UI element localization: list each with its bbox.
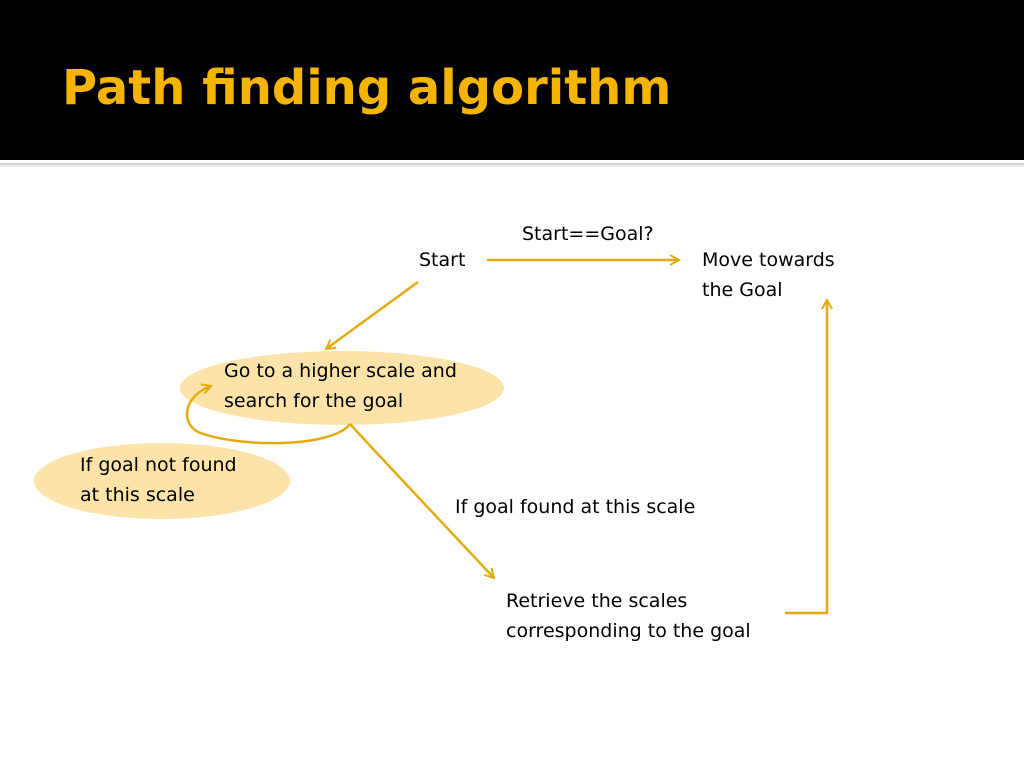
- highlight-ellipse-not-found: [34, 443, 290, 519]
- title-bar: Path finding algorithm: [0, 0, 1024, 160]
- slide-title: Path finding algorithm: [62, 60, 672, 116]
- node-move-towards-goal: Move towards the Goal: [702, 249, 835, 301]
- highlight-ellipse-higher-scale: [180, 351, 504, 425]
- label-condition: Start==Goal?: [522, 223, 654, 245]
- node-start: Start: [419, 249, 466, 271]
- arrow-start-to-higher-scale: [326, 280, 419, 349]
- arrow-retrieve-to-move: [785, 300, 827, 615]
- label-found: If goal found at this scale: [455, 496, 696, 518]
- node-retrieve-scales: Retrieve the scales corresponding to the…: [506, 590, 751, 642]
- node-not-found: If goal not found at this scale: [80, 454, 237, 506]
- title-divider: [0, 163, 1024, 167]
- loop-arrow-not-found: [185, 386, 351, 445]
- node-higher-scale: Go to a higher scale and search for the …: [224, 360, 457, 412]
- arrow-higher-scale-to-retrieve: [349, 423, 494, 578]
